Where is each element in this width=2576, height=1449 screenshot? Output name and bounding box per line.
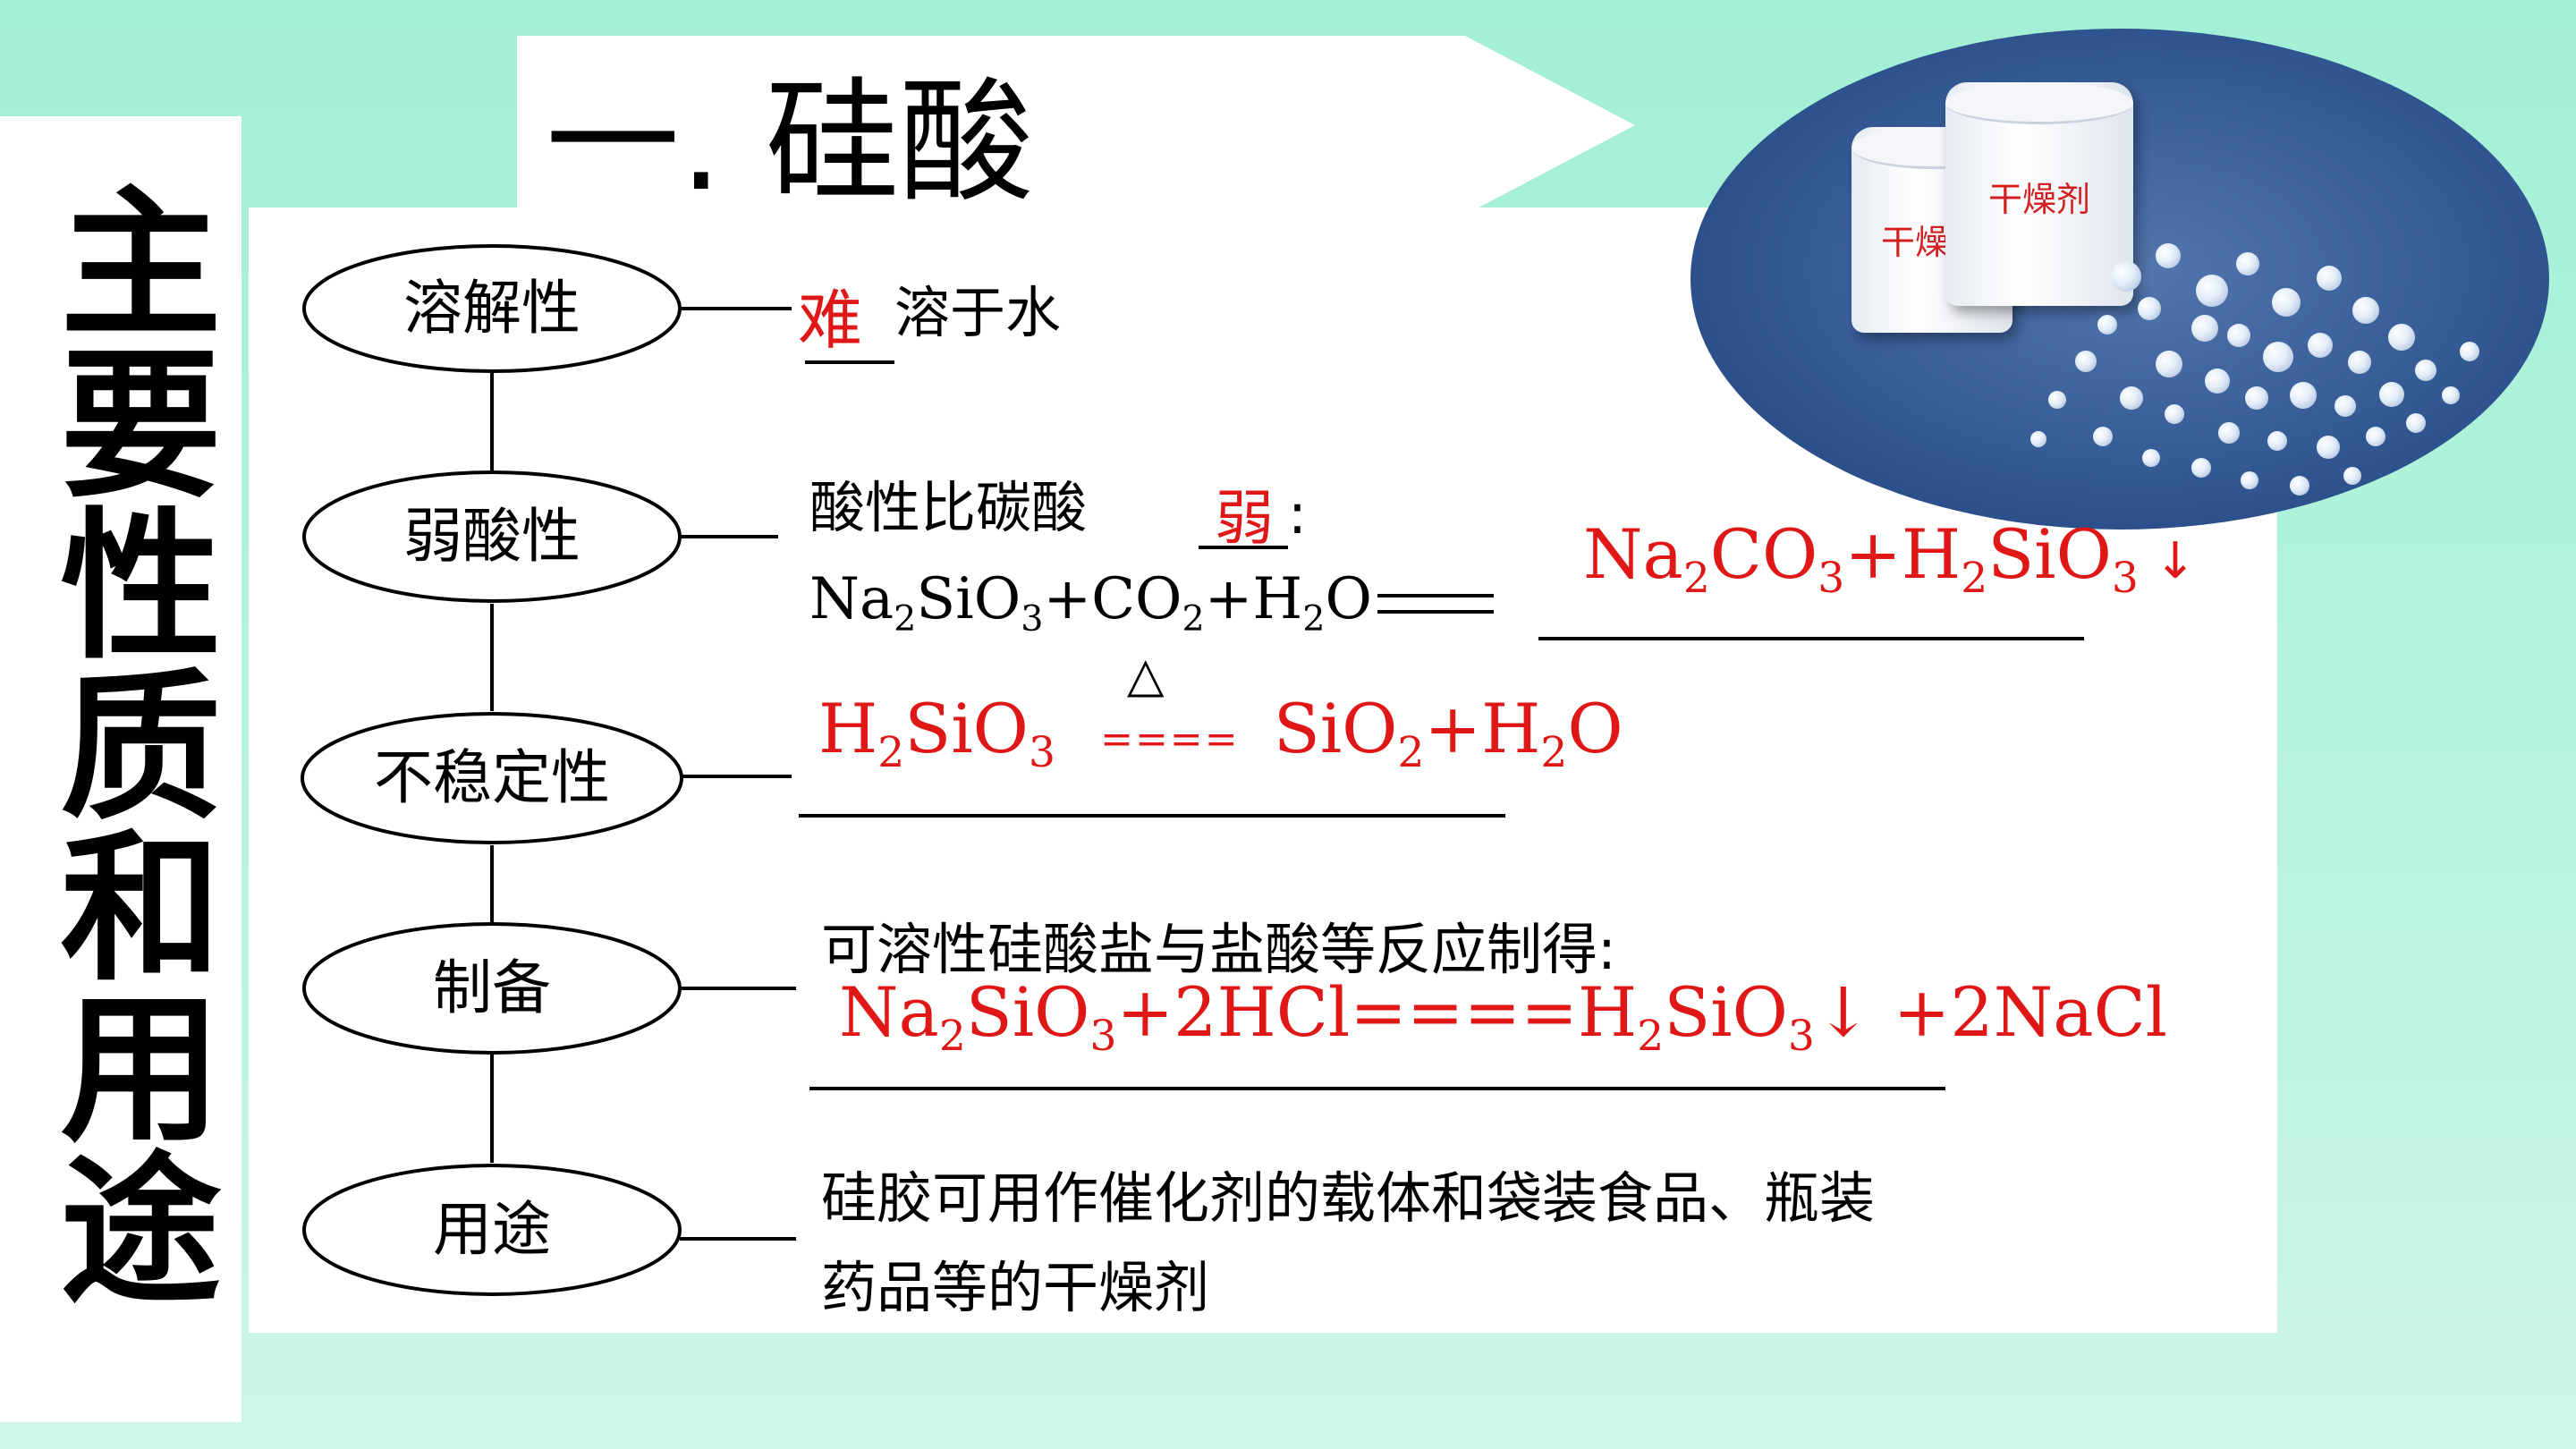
solubility-text: 溶于水 [894,280,1062,345]
silica-bead [2191,458,2211,478]
answer-blank [799,814,1505,818]
desiccant-photo: 干燥剂 干燥剂 [1690,29,2549,530]
silica-bead [2097,315,2117,335]
silica-bead [2218,422,2240,444]
node-label-instability: 不稳定性 [374,743,610,812]
answer-blank [1199,546,1288,549]
left-title-panel [0,116,242,1422]
silica-bead [2120,386,2143,410]
weak-acid-equation-left: Na2SiO3+CO2+H2O [809,564,1499,637]
desiccant-jar: 干燥剂 [1945,82,2133,306]
silica-bead [2406,413,2426,433]
silica-bead [2205,369,2230,394]
node-label-weak-acid: 弱酸性 [403,502,580,571]
answer-blank [809,1087,1945,1090]
slide-title: 一. 硅酸 [546,65,1034,221]
silica-bead [2272,288,2301,317]
vertical-section-title: 主要性质和用途 [32,179,219,1306]
silica-bead [2442,386,2460,404]
silica-bead [2334,395,2356,417]
answer-blank [805,360,894,364]
silica-bead [2156,351,2182,377]
equation-arrow: ==== [1100,716,1240,762]
preparation-text: 可溶性硅酸盐与盐酸等反应制得: [821,917,1616,982]
silica-bead [2290,382,2317,409]
silica-bead [2236,252,2259,275]
silica-bead [2245,386,2268,410]
preparation-equation: Na2SiO3+2HCl====H2SiO3↓ +2NaCl [839,972,2168,1062]
silica-bead [2263,342,2293,372]
silica-bead [2460,342,2479,361]
silica-bead [2366,427,2385,446]
silica-bead [2415,360,2436,381]
silica-bead [2156,243,2181,268]
silica-bead [2317,436,2340,459]
silica-bead [2317,266,2342,291]
silica-bead [2075,351,2097,372]
heat-condition-symbol: △ [1127,647,1165,703]
silica-bead [2048,391,2066,409]
solubility-answer: 难 [798,283,863,358]
answer-blank [1538,637,2084,640]
silica-bead [2196,275,2228,307]
silica-bead [2093,427,2113,446]
weak-acid-answer: 弱 [1215,484,1274,553]
silica-bead [2343,467,2361,485]
silica-bead [2352,297,2379,324]
weak-acid-prompt: 酸性比碳酸 [809,475,1088,540]
silica-bead [2138,297,2161,320]
node-label-solubility: 溶解性 [403,274,580,343]
silica-bead [2030,431,2046,447]
silica-bead [2227,324,2250,347]
weak-acid-equation-right: Na2CO3+H2SiO3 ↓ [1583,514,2197,604]
uses-text-line-2: 药品等的干燥剂 [821,1255,1210,1320]
silica-bead [2388,324,2415,351]
uses-text-line-1: 硅胶可用作催化剂的载体和袋装食品、瓶装 [821,1165,1876,1231]
silica-bead [2111,261,2141,292]
silica-bead [2379,382,2404,407]
jar-label: 干燥剂 [1987,180,2090,219]
silica-bead [2308,333,2333,358]
node-label-uses: 用途 [433,1195,551,1264]
silica-bead [2267,431,2287,451]
weak-acid-colon: : [1288,481,1307,547]
silica-bead [2191,315,2218,342]
instability-equation: H2SiO3 ==== SiO2+H2O [818,689,1623,778]
silica-bead [2142,449,2160,467]
node-label-preparation: 制备 [433,953,551,1022]
equals-sign [1377,593,1494,614]
silica-bead [2348,351,2371,374]
title-banner [517,36,1635,215]
silica-bead [2165,404,2184,424]
silica-bead [2241,471,2258,489]
silica-bead [2290,476,2309,496]
